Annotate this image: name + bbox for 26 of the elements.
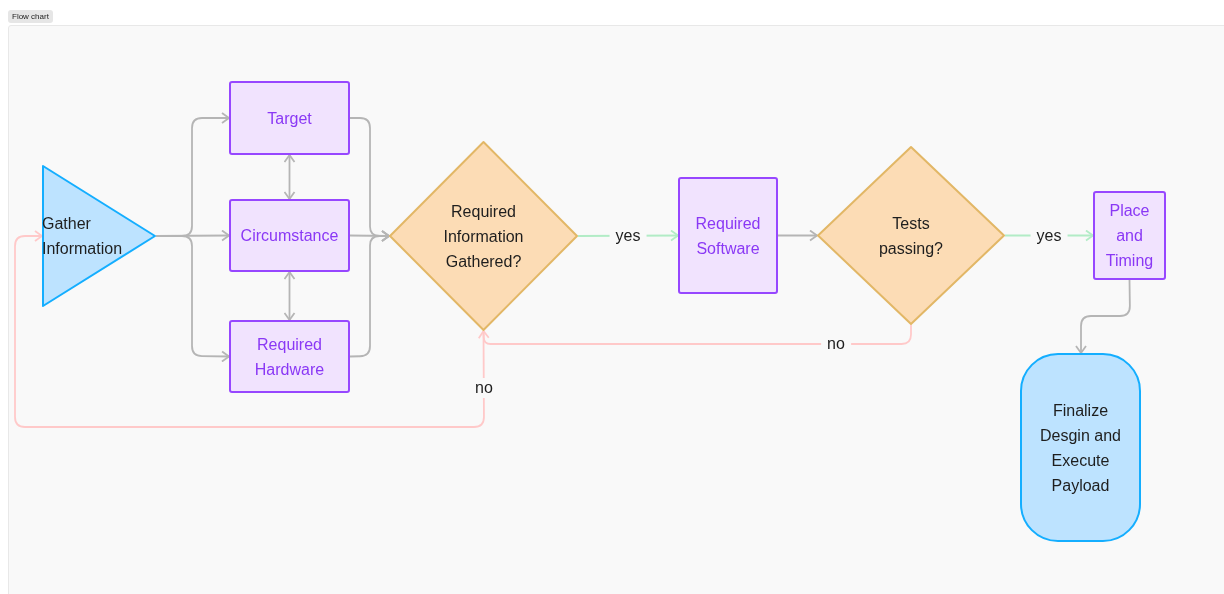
decision-diamond — [817, 146, 1005, 325]
node-label: Target — [267, 108, 312, 129]
arrow — [155, 235, 230, 363]
node-label: Required Information Gathered? — [442, 201, 525, 272]
node-label: Place and Timing — [1104, 201, 1155, 271]
node-label: Finalize Desgin and Execute Payload — [1039, 400, 1122, 496]
arrow — [283, 271, 296, 321]
process-box — [229, 81, 350, 155]
arrow — [283, 154, 296, 200]
decision-diamond — [389, 141, 578, 331]
arrow — [14, 230, 485, 428]
process-box — [229, 199, 350, 272]
arrow — [349, 230, 390, 358]
process-box — [678, 177, 778, 294]
terminal-box — [1020, 353, 1141, 542]
frame-title: Flow chart — [8, 10, 53, 23]
node-label: Tests passing? — [877, 213, 944, 259]
node-label: Required Hardware — [253, 334, 326, 380]
arrow — [1075, 279, 1131, 354]
start-triangle — [42, 165, 156, 307]
process-box — [1093, 191, 1166, 280]
arrow — [777, 229, 818, 242]
process-box — [229, 320, 350, 393]
node-label: Circumstance — [240, 226, 339, 246]
arrow — [477, 324, 912, 345]
node-label: Required Software — [694, 213, 762, 259]
